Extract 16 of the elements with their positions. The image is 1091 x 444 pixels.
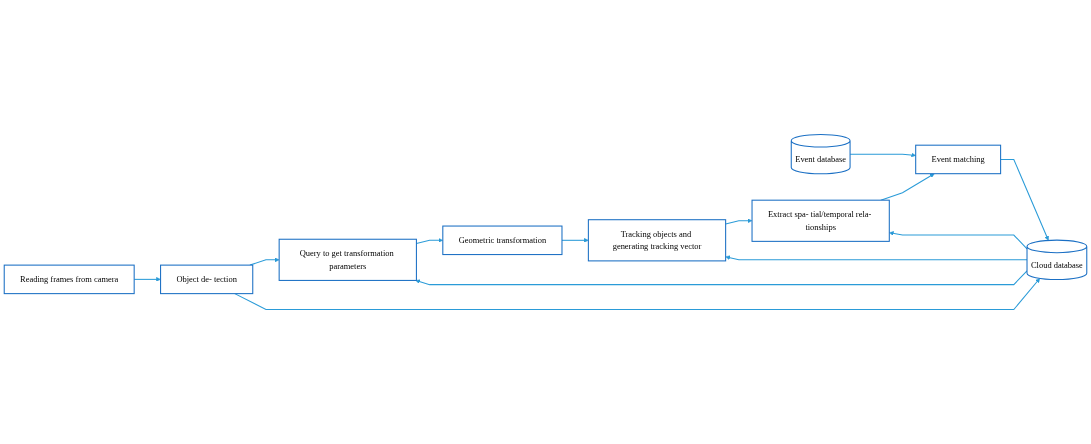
- node-box: Extract spa- tial/temporal rela- tionships: [751, 199, 890, 242]
- arrow: [1000, 158, 1049, 241]
- arrow: [880, 173, 935, 201]
- node-box: Reading frames from camera: [3, 264, 135, 295]
- arrow: [725, 255, 1028, 261]
- node-box: Query to get transformation parameters: [278, 238, 417, 281]
- arrow: [725, 218, 753, 225]
- node-box: Event matching: [915, 144, 1002, 175]
- arrow: [849, 152, 916, 158]
- arrow: [889, 231, 1028, 250]
- node-box: Tracking objects and generating tracking vector: [587, 219, 727, 262]
- arrow: [415, 270, 1028, 286]
- node-box: Object de- tection: [160, 264, 254, 295]
- arrow: [561, 238, 589, 243]
- node-box: Geometric transformation: [442, 225, 563, 256]
- arrow: [234, 278, 1040, 310]
